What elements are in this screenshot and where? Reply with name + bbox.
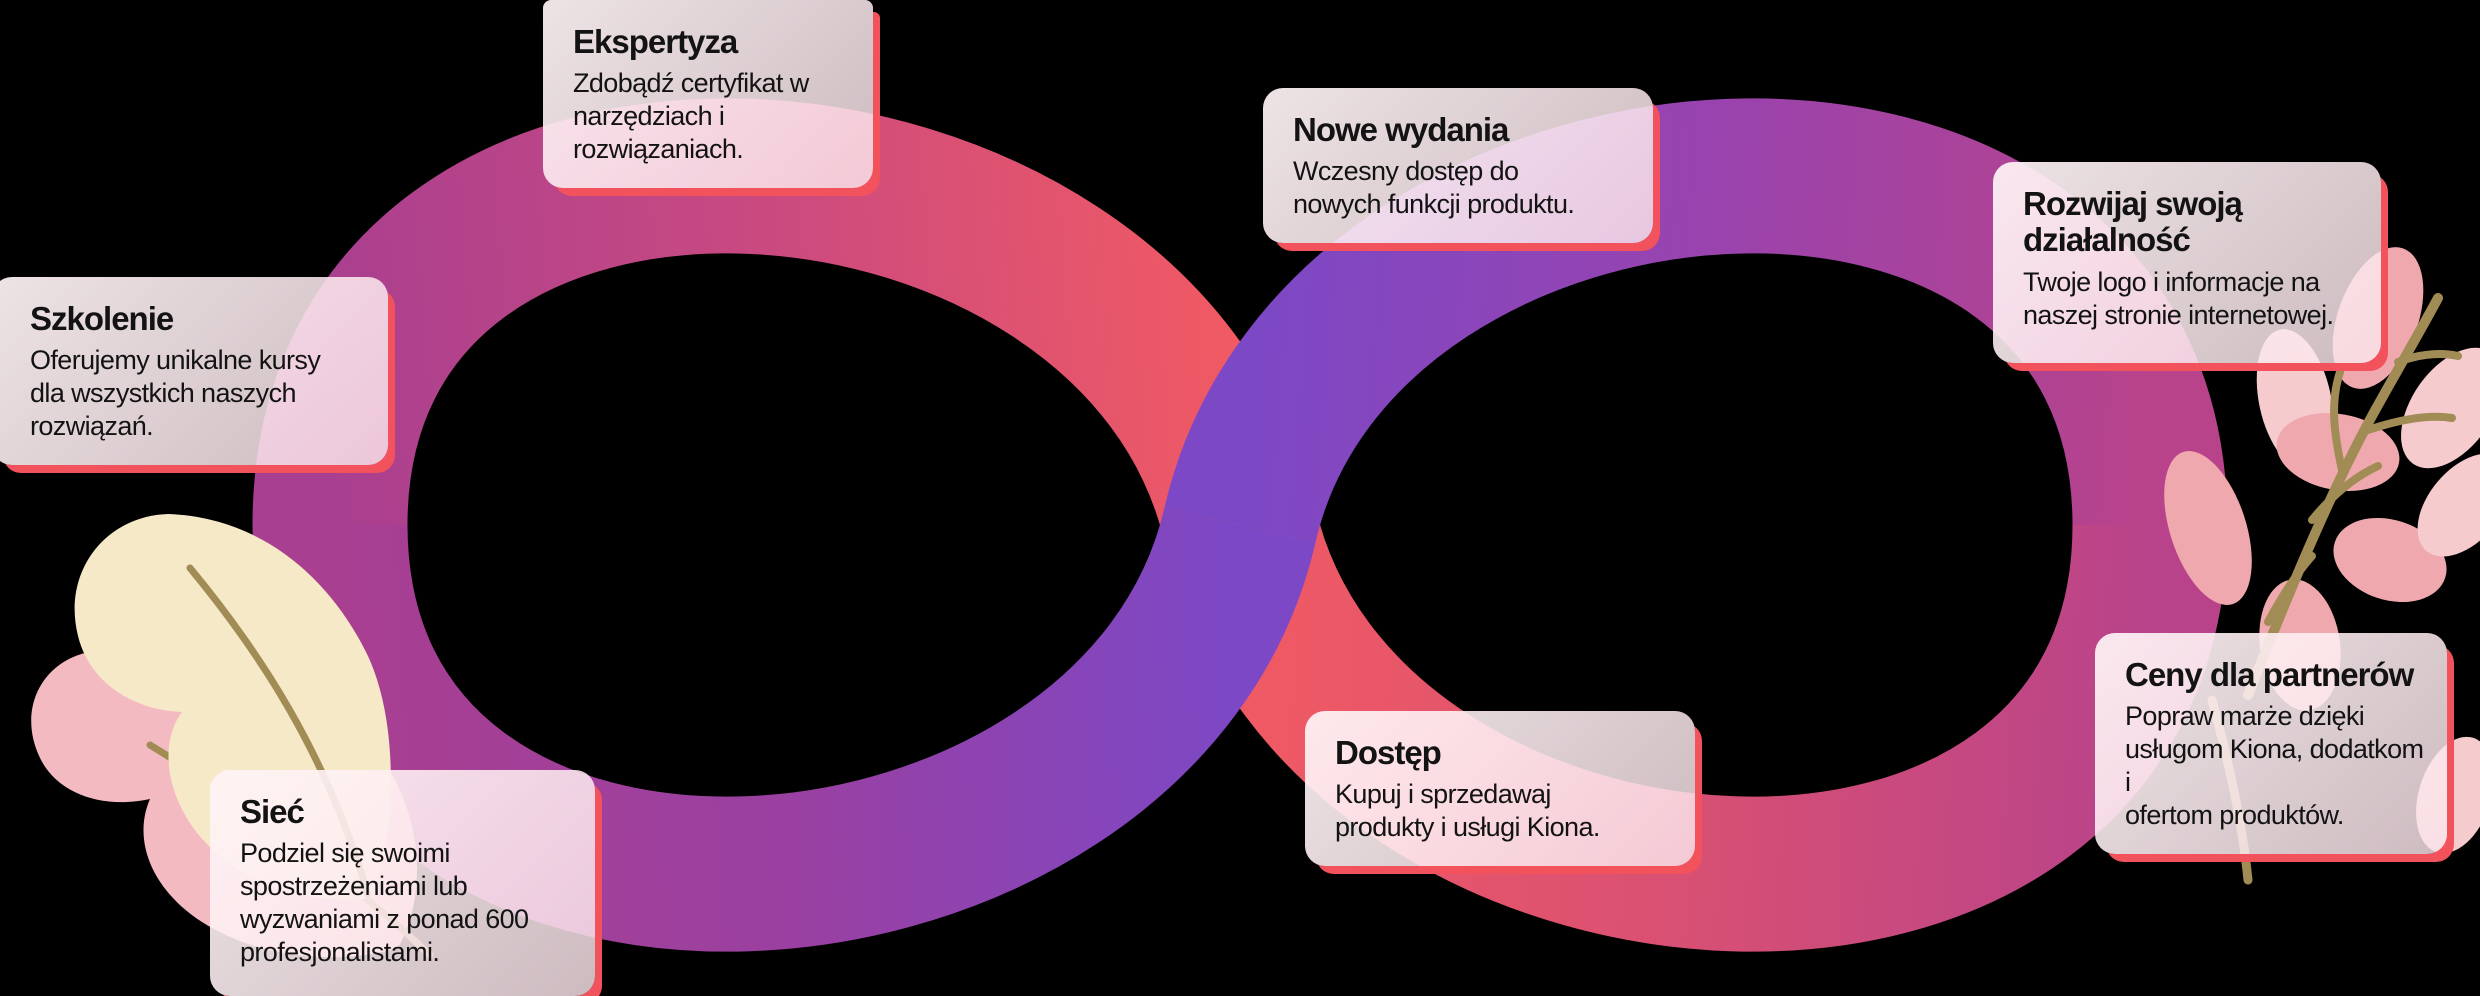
card-body: Wczesny dostęp do nowych funkcji produkt… xyxy=(1293,156,1575,220)
branch-leaf xyxy=(2401,347,2480,469)
loop-left-top-segment xyxy=(252,98,1316,545)
branch-leaf xyxy=(2164,451,2252,605)
branch-twig xyxy=(2394,350,2462,366)
card-ceny-dla-partnerow: Ceny dla partnerów Popraw marże dzięki u… xyxy=(2095,633,2447,855)
branch-leaf xyxy=(2417,453,2480,557)
card-title: Szkolenie xyxy=(30,300,174,337)
card-siec: Sieć Podziel się swoimi spostrzeżeniami … xyxy=(210,770,595,996)
card-body: Popraw marże dzięki usługom Kiona, dodat… xyxy=(2125,701,2424,831)
card-title: Rozwijaj swoją działalność xyxy=(2023,185,2243,259)
card-body: Oferujemy unikalne kursy dla wszystkich … xyxy=(30,345,321,442)
card-dostep: Dostęp Kupuj i sprzedawaj produkty i usł… xyxy=(1305,711,1695,867)
branch-main-stem xyxy=(2243,293,2443,700)
card-ekspertyza: Ekspertyza Zdobądź certyfikat w narzędzi… xyxy=(543,0,873,189)
branch-twig xyxy=(2330,368,2346,474)
card-nowe-wydania: Nowe wydania Wczesny dostęp do nowych fu… xyxy=(1263,88,1653,244)
card-body: Kupuj i sprzedawaj produkty i usługi Kio… xyxy=(1335,779,1600,843)
card-title: Sieć xyxy=(240,793,305,830)
card-body: Twoje logo i informacje na naszej stroni… xyxy=(2023,266,2334,330)
card-title: Ekspertyza xyxy=(573,23,738,60)
branch-twig xyxy=(2264,552,2316,626)
branch-leaf xyxy=(2333,517,2447,603)
card-rozwijaj-dzialalnosc: Rozwijaj swoją działalność Twoje logo i … xyxy=(1993,162,2381,363)
branch-twig xyxy=(2364,412,2456,434)
card-szkolenie: Szkolenie Oferujemy unikalne kursy dla w… xyxy=(0,277,388,466)
card-title: Dostęp xyxy=(1335,734,1442,771)
card-title: Ceny dla partnerów xyxy=(2125,656,2414,693)
card-body: Zdobądź certyfikat w narzędziach i rozwi… xyxy=(573,68,809,165)
card-body: Podziel się swoimi spostrzeżeniami lub w… xyxy=(240,838,529,968)
card-title: Nowe wydania xyxy=(1293,111,1509,148)
branch-twig xyxy=(2308,462,2382,524)
